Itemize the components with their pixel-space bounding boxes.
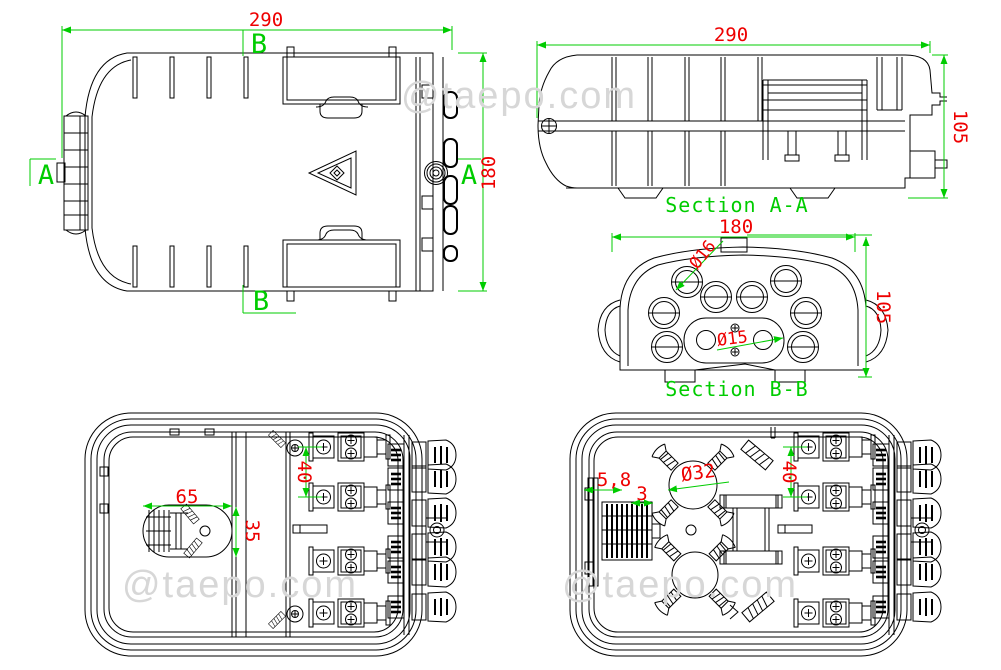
section-marker-b-bottom: B <box>242 285 296 317</box>
dimension-65: 65 <box>143 486 232 510</box>
section-bb-label: Section B-B <box>665 377 808 401</box>
dim-text-35: 35 <box>241 520 263 543</box>
stiffener-ribs <box>132 46 397 302</box>
dim-text-d32: Ø32 <box>680 460 717 487</box>
warning-triangle-icon <box>307 150 357 196</box>
latch-recess-top <box>282 56 401 119</box>
dimension-40-left: 40 <box>293 446 322 498</box>
fiber-spool-top <box>650 442 736 528</box>
section-marker-b-top: B <box>242 29 267 60</box>
dim-text-40: 40 <box>293 461 315 484</box>
end-slots <box>876 57 903 111</box>
dim-text-180: 180 <box>478 156 500 190</box>
cable-guide <box>729 604 739 620</box>
latch-screw-icon <box>910 517 931 543</box>
dimension-5-8: 5,8 <box>584 469 631 494</box>
latch-recess-bottom <box>282 225 401 288</box>
dim-text-290: 290 <box>714 24 748 46</box>
top-clip <box>770 427 776 439</box>
dimension-spool-diameter: Ø32 <box>667 460 730 493</box>
screw-post-icon <box>286 605 304 623</box>
dim-text-5-8: 5,8 <box>597 469 631 491</box>
dimension-3: 3 <box>631 483 653 507</box>
watermarks: @taepo.com @taepo.com @taepo.com <box>122 75 798 606</box>
dim-text-3: 3 <box>636 483 647 505</box>
dim-text-center-port: Ø15 <box>716 327 749 351</box>
center-post <box>685 524 697 536</box>
terminal-module <box>793 546 876 576</box>
latch-screw-icon <box>425 517 446 543</box>
hatched-strap <box>740 439 774 471</box>
dim-text-65: 65 <box>176 486 199 508</box>
section-aa-label: Section A-A <box>665 193 808 217</box>
marker-text-a: A <box>461 160 477 191</box>
dimension-290-top: 290 <box>61 9 453 158</box>
oval-drop-port <box>683 317 785 364</box>
dim-text-290: 290 <box>249 9 283 31</box>
dim-text-105: 105 <box>949 110 971 144</box>
marker-text-b: B <box>253 286 269 317</box>
dim-text-40: 40 <box>778 461 800 484</box>
splice-dome <box>142 503 233 559</box>
inside-view-fitted: 5,8 3 Ø32 40 <box>569 412 943 657</box>
section-marker-a-right: A <box>458 158 481 191</box>
dimension-105-aa: 105 <box>908 54 971 199</box>
cable-entry-block <box>56 111 89 235</box>
section-aa-view: 290 105 Section A-A <box>536 24 971 217</box>
dimension-180-bb: 180 <box>611 216 856 252</box>
internal-ribs <box>611 57 763 186</box>
tray-frame <box>719 494 783 565</box>
terminal-module <box>793 598 876 628</box>
screw-post-icon <box>286 439 304 457</box>
watermark-text: @taepo.com <box>122 564 358 606</box>
marker-text-a: A <box>38 160 54 191</box>
dimension-105-bb: 105 <box>747 234 894 378</box>
fiber-spool-bottom <box>652 532 738 618</box>
section-bb-view: 180 105 Ø16 Ø15 Section B-B <box>597 216 894 401</box>
hatched-clip <box>268 611 286 629</box>
splice-tray-clamp <box>762 79 868 162</box>
watermark-text: @taepo.com <box>401 75 637 117</box>
top-view: 290 180 B B A A <box>29 9 500 317</box>
dimension-35: 35 <box>232 507 263 557</box>
section-marker-a-left: A <box>29 158 56 191</box>
hatched-clip <box>268 430 286 448</box>
dim-text-180: 180 <box>719 216 753 238</box>
splice-tray-stack <box>584 477 661 587</box>
inside-view-base: 65 35 40 <box>84 412 458 657</box>
dim-text-105: 105 <box>872 290 894 324</box>
dimension-180-right: 180 <box>458 52 500 292</box>
mounting-feet <box>617 187 836 199</box>
dimension-center-port-diameter: Ø15 <box>716 327 784 351</box>
hinge-strip <box>415 57 458 291</box>
dimension-290-aa: 290 <box>536 24 931 118</box>
watermark-text: @taepo.com <box>562 564 798 606</box>
dim-text-port: Ø16 <box>686 237 721 274</box>
marker-text-b: B <box>251 29 267 60</box>
hinge-pin-icon <box>424 161 448 185</box>
dimension-40-right: 40 <box>778 446 807 498</box>
